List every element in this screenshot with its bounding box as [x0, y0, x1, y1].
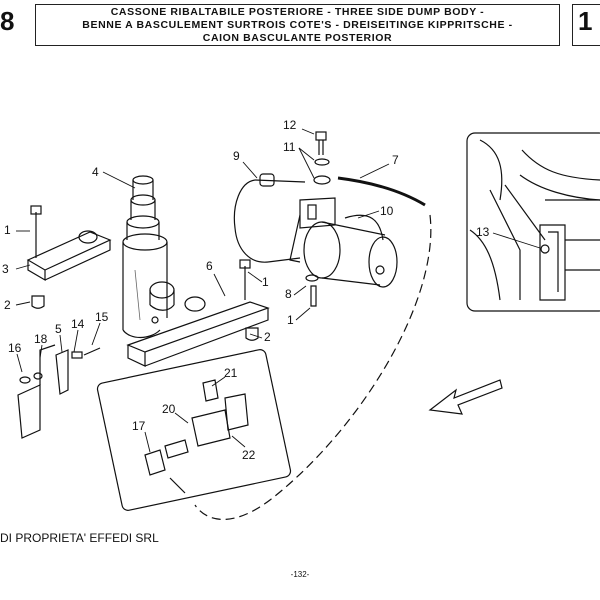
callout-22: 22 — [242, 448, 256, 462]
callout-4: 4 — [92, 165, 99, 179]
hydraulic-hose — [337, 176, 426, 207]
callout-13: 13 — [476, 225, 490, 239]
callout-1-right: 1 — [287, 313, 294, 327]
right-cylinder-bracket — [126, 259, 270, 367]
washer-pump — [305, 274, 319, 282]
section-code-right: 1 — [578, 6, 593, 36]
title-box — [35, 4, 560, 46]
hose-route — [194, 214, 432, 520]
switch-bracket-assembly — [17, 344, 101, 439]
callout-9: 9 — [233, 149, 240, 163]
hydraulic-pump-unit — [233, 173, 398, 288]
callout-21: 21 — [224, 366, 238, 380]
ownership-note: DI PROPRIETA' EFFEDI SRL — [0, 531, 159, 545]
section-code-left: 8 — [0, 6, 15, 36]
callout-8: 8 — [285, 287, 292, 301]
title-line-2: BENNE A BASCULEMENT SURTROIS COTE'S - DR… — [82, 19, 513, 31]
leader-lines — [15, 128, 541, 453]
callout-10: 10 — [380, 204, 394, 218]
nut-right — [245, 327, 259, 341]
solenoid-valve — [144, 379, 249, 494]
callout-12: 12 — [283, 118, 297, 132]
callout-17: 17 — [132, 419, 146, 433]
title-line-1: CASSONE RIBALTABILE POSTERIORE - THREE S… — [110, 6, 485, 18]
bolt-pump — [310, 285, 317, 307]
callout-18: 18 — [34, 332, 48, 346]
callout-1-left: 1 — [4, 223, 11, 237]
title-line-3: CAION BASCULANTE POSTERIOR — [202, 32, 393, 44]
bolt-stack-top — [313, 131, 331, 185]
lift-cylinder — [122, 175, 175, 339]
cab-detail-inset — [466, 132, 600, 312]
callout-1-mid: 1 — [262, 275, 269, 289]
callout-2-right: 2 — [264, 330, 271, 344]
section-code-frame — [572, 4, 600, 46]
callout-20: 20 — [162, 402, 176, 416]
callout-7: 7 — [392, 153, 399, 167]
left-cylinder-bracket — [26, 205, 112, 282]
callout-11: 11 — [283, 140, 296, 154]
valve-detail-box — [96, 349, 292, 511]
callout-16: 16 — [8, 341, 22, 355]
page-number: -132- — [290, 570, 310, 579]
callout-3: 3 — [2, 262, 9, 276]
callout-15: 15 — [95, 310, 109, 324]
callout-6: 6 — [206, 259, 213, 273]
callout-5: 5 — [55, 322, 62, 336]
callout-2-left: 2 — [4, 298, 11, 312]
direction-arrow — [428, 379, 503, 415]
nut-left — [31, 295, 45, 309]
callout-14: 14 — [71, 317, 85, 331]
